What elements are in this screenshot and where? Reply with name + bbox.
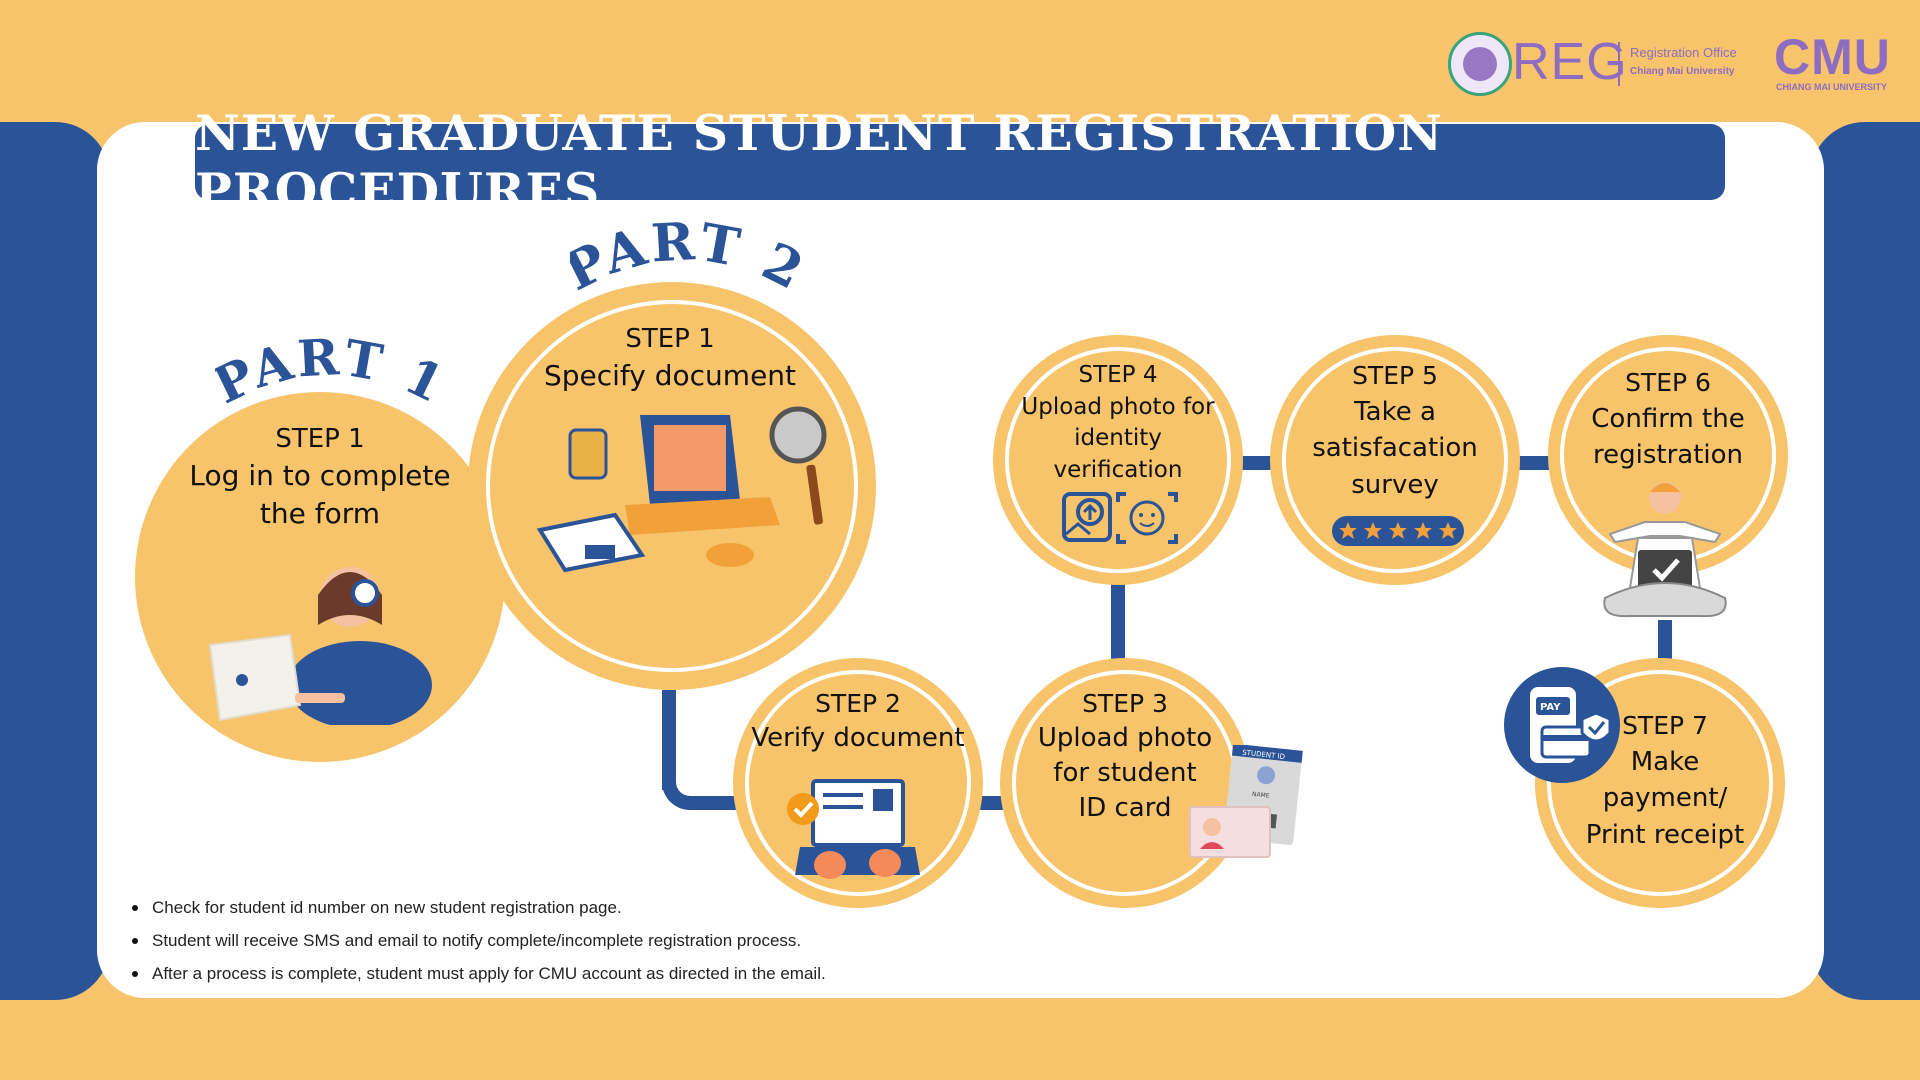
step6-text: STEP 6 Confirm the registration — [1560, 365, 1776, 474]
cmu-logo-subtitle: CHIANG MAI UNIVERSITY — [1776, 82, 1888, 92]
step5-label: STEP 5 — [1352, 361, 1438, 390]
step7-label: STEP 7 — [1622, 711, 1708, 740]
left-side-bar — [0, 122, 110, 1000]
reg-logo-text: REG — [1512, 33, 1628, 91]
step3-line2: for student — [1053, 757, 1197, 788]
part1-step1-line1: Log in to complete — [189, 459, 451, 493]
note-item: After a process is complete, student mus… — [130, 964, 826, 984]
student-laptop-icon — [208, 567, 432, 725]
step3-ring — [1012, 670, 1238, 896]
mobile-payment-icon: PAY — [1504, 667, 1620, 783]
connector-step6-step7 — [1658, 620, 1672, 670]
connector-step4-step5 — [1240, 456, 1274, 470]
step2-text: STEP 2 Verify document — [740, 687, 976, 756]
right-side-bar — [1810, 122, 1920, 1000]
step3-line1: Upload photo — [1037, 722, 1213, 753]
step7-text: STEP 7 Make payment/ Print receipt — [1545, 708, 1785, 854]
step5-line2: satisfacation — [1312, 433, 1478, 464]
id-card-name: NAME — [1252, 791, 1270, 800]
person-confirm-laptop-icon — [1603, 482, 1727, 618]
step4-line3: verification — [1053, 457, 1183, 484]
step6-line2: registration — [1592, 440, 1743, 471]
connector-step3-step4 — [1111, 575, 1125, 665]
connector-step5-step6 — [1516, 456, 1552, 470]
step5-line3: survey — [1351, 470, 1439, 501]
notes-list: Check for student id number on new stude… — [130, 898, 826, 997]
step7-line1: Make — [1630, 746, 1700, 777]
student-id-card-icon: STUDENT ID NAME — [1189, 745, 1303, 858]
part1-step1-label: STEP 1 — [275, 424, 365, 454]
step4-line2: identity — [1074, 425, 1162, 452]
step5-text: STEP 5 Take a satisfacation survey — [1280, 358, 1510, 504]
step2-line1: Verify document — [751, 722, 965, 753]
reg-logo-university: Chiang Mai University — [1630, 66, 1735, 77]
step3-line3: ID card — [1078, 792, 1172, 823]
page-title: NEW GRADUATE STUDENT REGISTRATION PROCED… — [195, 104, 1725, 220]
part1-step1-line2: the form — [259, 496, 381, 530]
step3-text: STEP 3 Upload photo for student ID card — [1010, 687, 1240, 826]
reg-logo-subtitle: Registration Office — [1630, 45, 1737, 60]
step7-line2: payment/ — [1602, 783, 1728, 814]
pay-label: PAY — [1540, 702, 1561, 713]
part2-step1-line1: Specify document — [543, 359, 797, 393]
step5-line1: Take a — [1354, 396, 1436, 427]
part2-step1-label: STEP 1 — [625, 324, 715, 354]
step7-line3: Print receipt — [1585, 820, 1745, 851]
step6-label: STEP 6 — [1625, 368, 1711, 397]
note-item: Student will receive SMS and email to no… — [130, 931, 826, 951]
note-item: Check for student id number on new stude… — [130, 898, 826, 918]
cmu-logo-text: CMU — [1774, 29, 1891, 85]
part1-step1-text: STEP 1 Log in to complete the form — [170, 422, 470, 533]
step4-line1: Upload photo for — [1021, 393, 1215, 420]
step6-line1: Confirm the — [1591, 403, 1745, 434]
reg-logo-divider — [1618, 42, 1620, 86]
step3-label: STEP 3 — [1082, 689, 1168, 718]
face-upload-icon — [1062, 492, 1178, 544]
step2-label: STEP 2 — [815, 689, 901, 718]
verify-document-icon — [787, 779, 920, 879]
step4-text: STEP 4 Upload photo for identity verific… — [1003, 360, 1233, 487]
five-star-rating-icon — [1332, 516, 1464, 546]
part2-step1-text: STEP 1 Specify document — [520, 322, 820, 395]
reg-emblem-icon — [1448, 32, 1512, 96]
step4-label: STEP 4 — [1078, 362, 1158, 388]
connector-step1-down — [662, 690, 676, 790]
laptop-documents-icon — [536, 406, 827, 573]
